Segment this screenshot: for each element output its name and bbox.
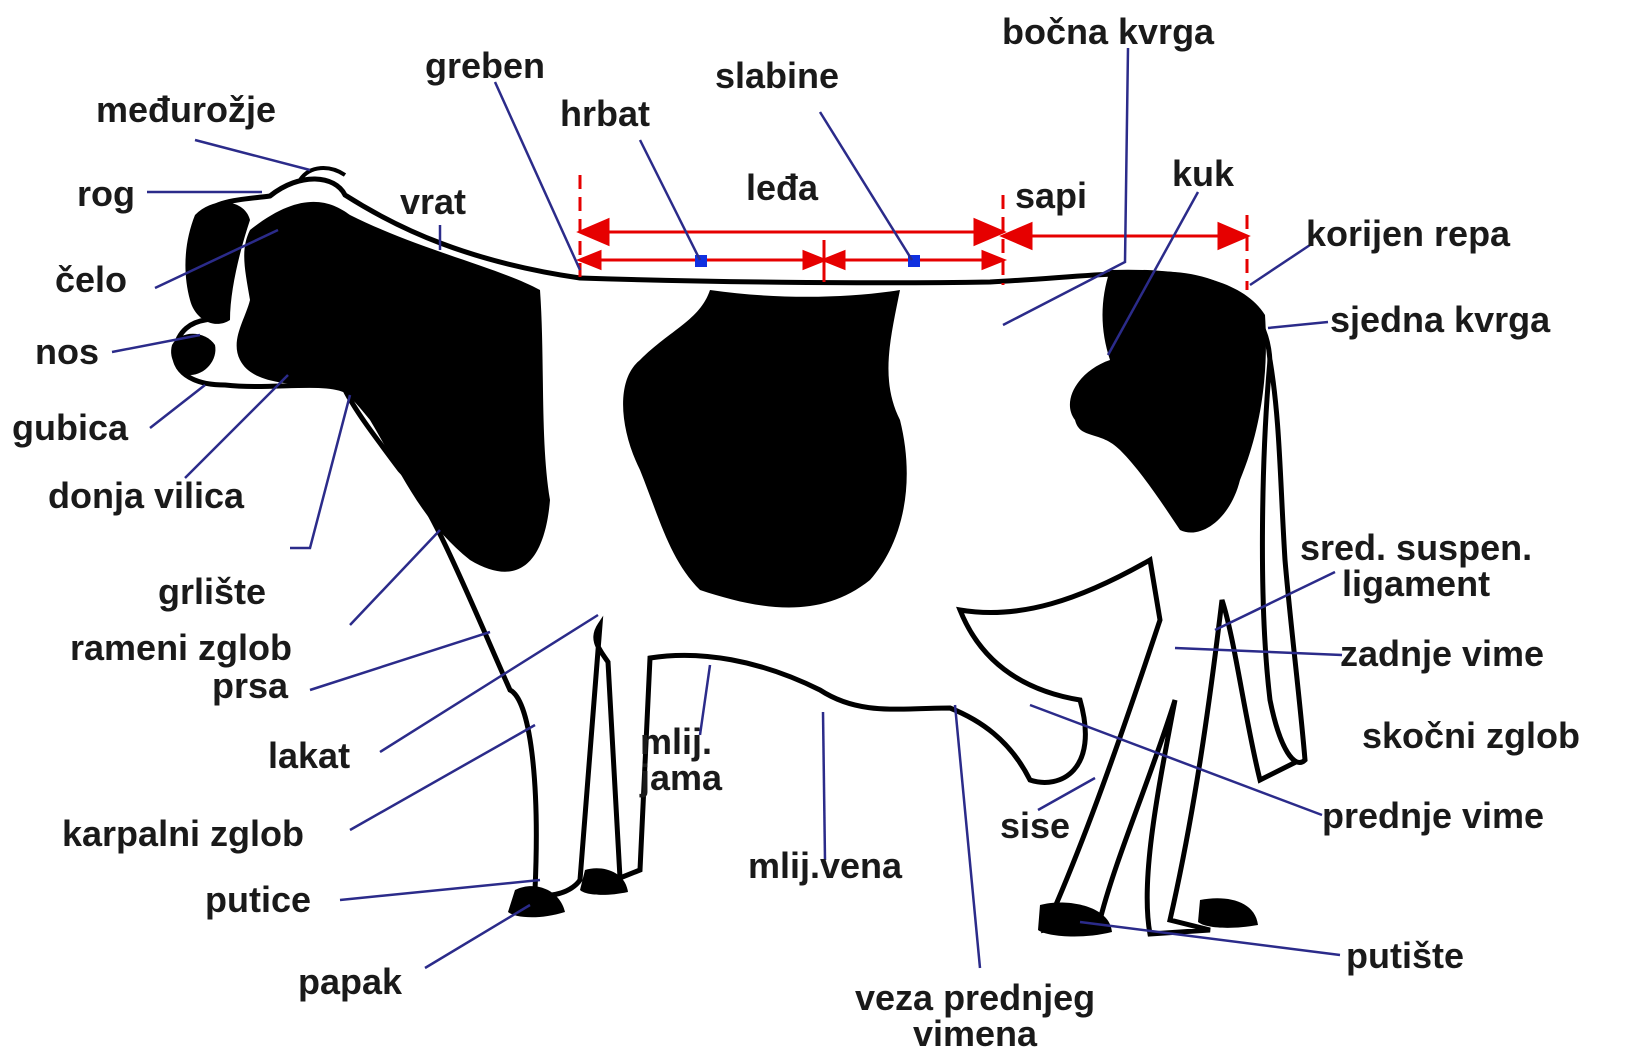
label-sjedna-kvrga: sjedna kvrga bbox=[1330, 302, 1550, 338]
label-donja-vilica: donja vilica bbox=[48, 478, 244, 514]
label-rog: rog bbox=[77, 176, 135, 212]
label-putice: putice bbox=[205, 882, 311, 918]
label-lakat: lakat bbox=[268, 738, 350, 774]
label-karpalni-zglob: karpalni zglob bbox=[62, 816, 304, 852]
label-papak: papak bbox=[298, 964, 402, 1000]
label-gubica: gubica bbox=[12, 410, 128, 446]
label-greben: greben bbox=[425, 48, 545, 84]
label-putiste: putište bbox=[1346, 938, 1464, 974]
label-vrat: vrat bbox=[400, 184, 466, 220]
label-kuk: kuk bbox=[1172, 156, 1234, 192]
label-nos: nos bbox=[35, 334, 99, 370]
label-medjurozje: međurožje bbox=[96, 92, 276, 128]
label-veza-line1: veza prednjeg bbox=[855, 980, 1095, 1016]
tail bbox=[1262, 360, 1305, 763]
label-celo: čelo bbox=[55, 262, 127, 298]
label-skocni-zglob: skočni zglob bbox=[1362, 718, 1580, 754]
label-sred-suspen-line2: ligament bbox=[1300, 566, 1532, 602]
label-sapi: sapi bbox=[1015, 178, 1087, 214]
label-rameni-zglob: rameni zglob bbox=[70, 630, 292, 666]
label-mlij-jama-line1: mlij. bbox=[640, 724, 722, 760]
label-sred-suspen-line1: sred. suspen. bbox=[1300, 530, 1532, 566]
label-prsa: prsa bbox=[212, 668, 288, 704]
label-slabine: slabine bbox=[715, 58, 839, 94]
label-grliste: grlište bbox=[158, 574, 266, 610]
label-mlij-vena: mlij.vena bbox=[748, 848, 902, 884]
label-veza-line2: vimena bbox=[855, 1016, 1095, 1052]
label-zadnje-vime: zadnje vime bbox=[1340, 636, 1544, 672]
label-bocna-kvrga: bočna kvrga bbox=[1002, 14, 1214, 50]
label-prednje-vime: prednje vime bbox=[1322, 798, 1544, 834]
label-mlij-jama-line2: jama bbox=[640, 760, 722, 796]
hrbat-marker bbox=[695, 255, 707, 267]
label-mlij-jama: mlij. jama bbox=[640, 724, 722, 796]
label-sred-suspen-ligament: sred. suspen. ligament bbox=[1300, 530, 1532, 602]
label-hrbat: hrbat bbox=[560, 96, 650, 132]
label-veza-prednjeg-vimena: veza prednjeg vimena bbox=[855, 980, 1095, 1052]
label-korijen-repa: korijen repa bbox=[1306, 216, 1510, 252]
label-sise: sise bbox=[1000, 808, 1070, 844]
label-leda: leđa bbox=[746, 170, 818, 206]
